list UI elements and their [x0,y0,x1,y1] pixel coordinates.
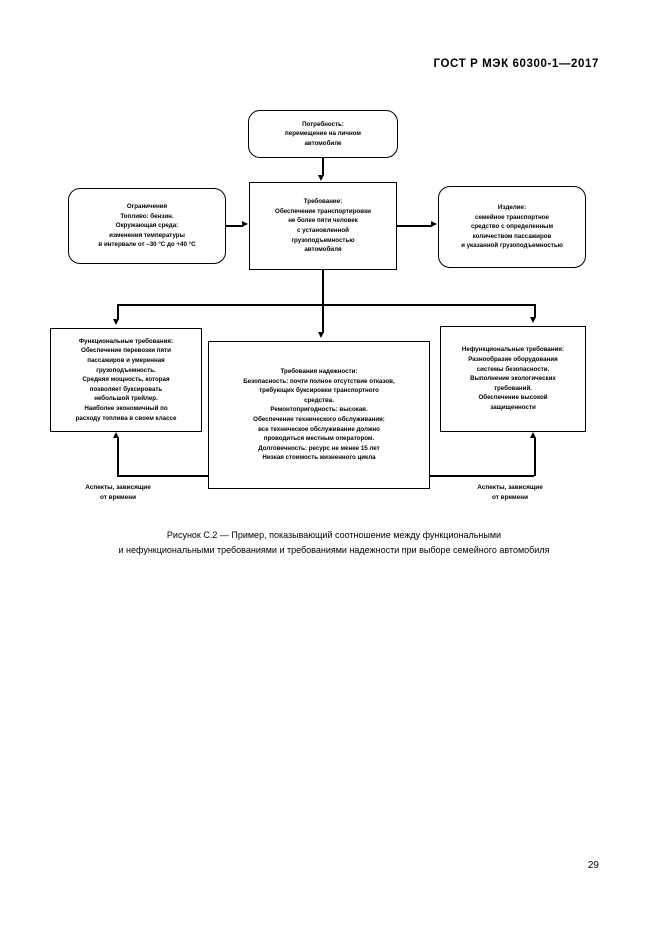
connector-branch-bus [117,304,535,306]
arrowhead-constraints-to-requirement [242,221,248,228]
connector-requirement-to-product [397,225,432,227]
node-functional-requirements-text: Функциональные требования: Обеспечение п… [75,337,177,422]
connector-branch-center-drop [322,304,324,333]
node-constraints: Ограничения Топливо: бензин. Окружающая … [68,188,226,264]
connector-time-aspects-right-horizontal [430,475,534,477]
arrowhead-branch-right [530,317,537,323]
node-need-text: Потребность: перемещение на личном автом… [285,120,361,147]
connector-time-aspects-left-vertical [117,438,119,476]
arrowhead-time-aspects-right [530,432,537,438]
arrowhead-branch-center [318,332,325,338]
node-product: Изделие: семейное транспортное средство … [438,186,586,268]
node-requirement-text: Требование: Обеспечение транспортировки … [275,198,371,254]
figure-c2: Потребность: перемещение на личном автом… [50,110,586,502]
figure-caption: Рисунок С.2 — Пример, показывающий соотн… [58,528,610,558]
node-functional-requirements: Функциональные требования: Обеспечение п… [50,328,202,432]
node-product-text: Изделие: семейное транспортное средство … [461,203,563,250]
connector-need-to-requirement [322,158,324,176]
arrowhead-requirement-to-product [431,221,437,228]
node-nonfunctional-requirements-text: Нефункциональные требования: Разнообрази… [461,346,565,412]
label-time-aspects-right: Аспекты, зависящие от времени [477,484,543,502]
node-requirement: Требование: Обеспечение транспортировки … [249,182,397,270]
connector-time-aspects-left-horizontal [117,475,209,477]
connector-branch-left-drop [117,304,119,320]
connector-requirement-branch-stem [322,270,324,305]
node-nonfunctional-requirements: Нефункциональные требования: Разнообрази… [440,326,586,432]
node-reliability-requirements-text: Требования надежности: Безопасность: поч… [243,367,395,462]
arrowhead-branch-left [113,319,120,325]
arrowhead-time-aspects-left [113,432,120,438]
connector-time-aspects-right-vertical [534,438,536,476]
figure-caption-line-2: и нефункциональными требованиями и требо… [118,544,550,555]
arrowhead-need-to-requirement [318,175,325,181]
standard-header: ГОСТ Р МЭК 60300-1—2017 [433,58,599,70]
connector-branch-right-drop [534,304,536,318]
node-need: Потребность: перемещение на личном автом… [248,110,398,158]
page-number: 29 [587,860,599,871]
figure-caption-line-1: Рисунок С.2 — Пример, показывающий соотн… [166,530,502,540]
node-constraints-text: Ограничения Топливо: бензин. Окружающая … [98,202,196,249]
label-time-aspects-left: Аспекты, зависящие от времени [85,484,151,502]
node-reliability-requirements: Требования надежности: Безопасность: поч… [208,341,430,489]
connector-constraints-to-requirement [226,225,243,227]
